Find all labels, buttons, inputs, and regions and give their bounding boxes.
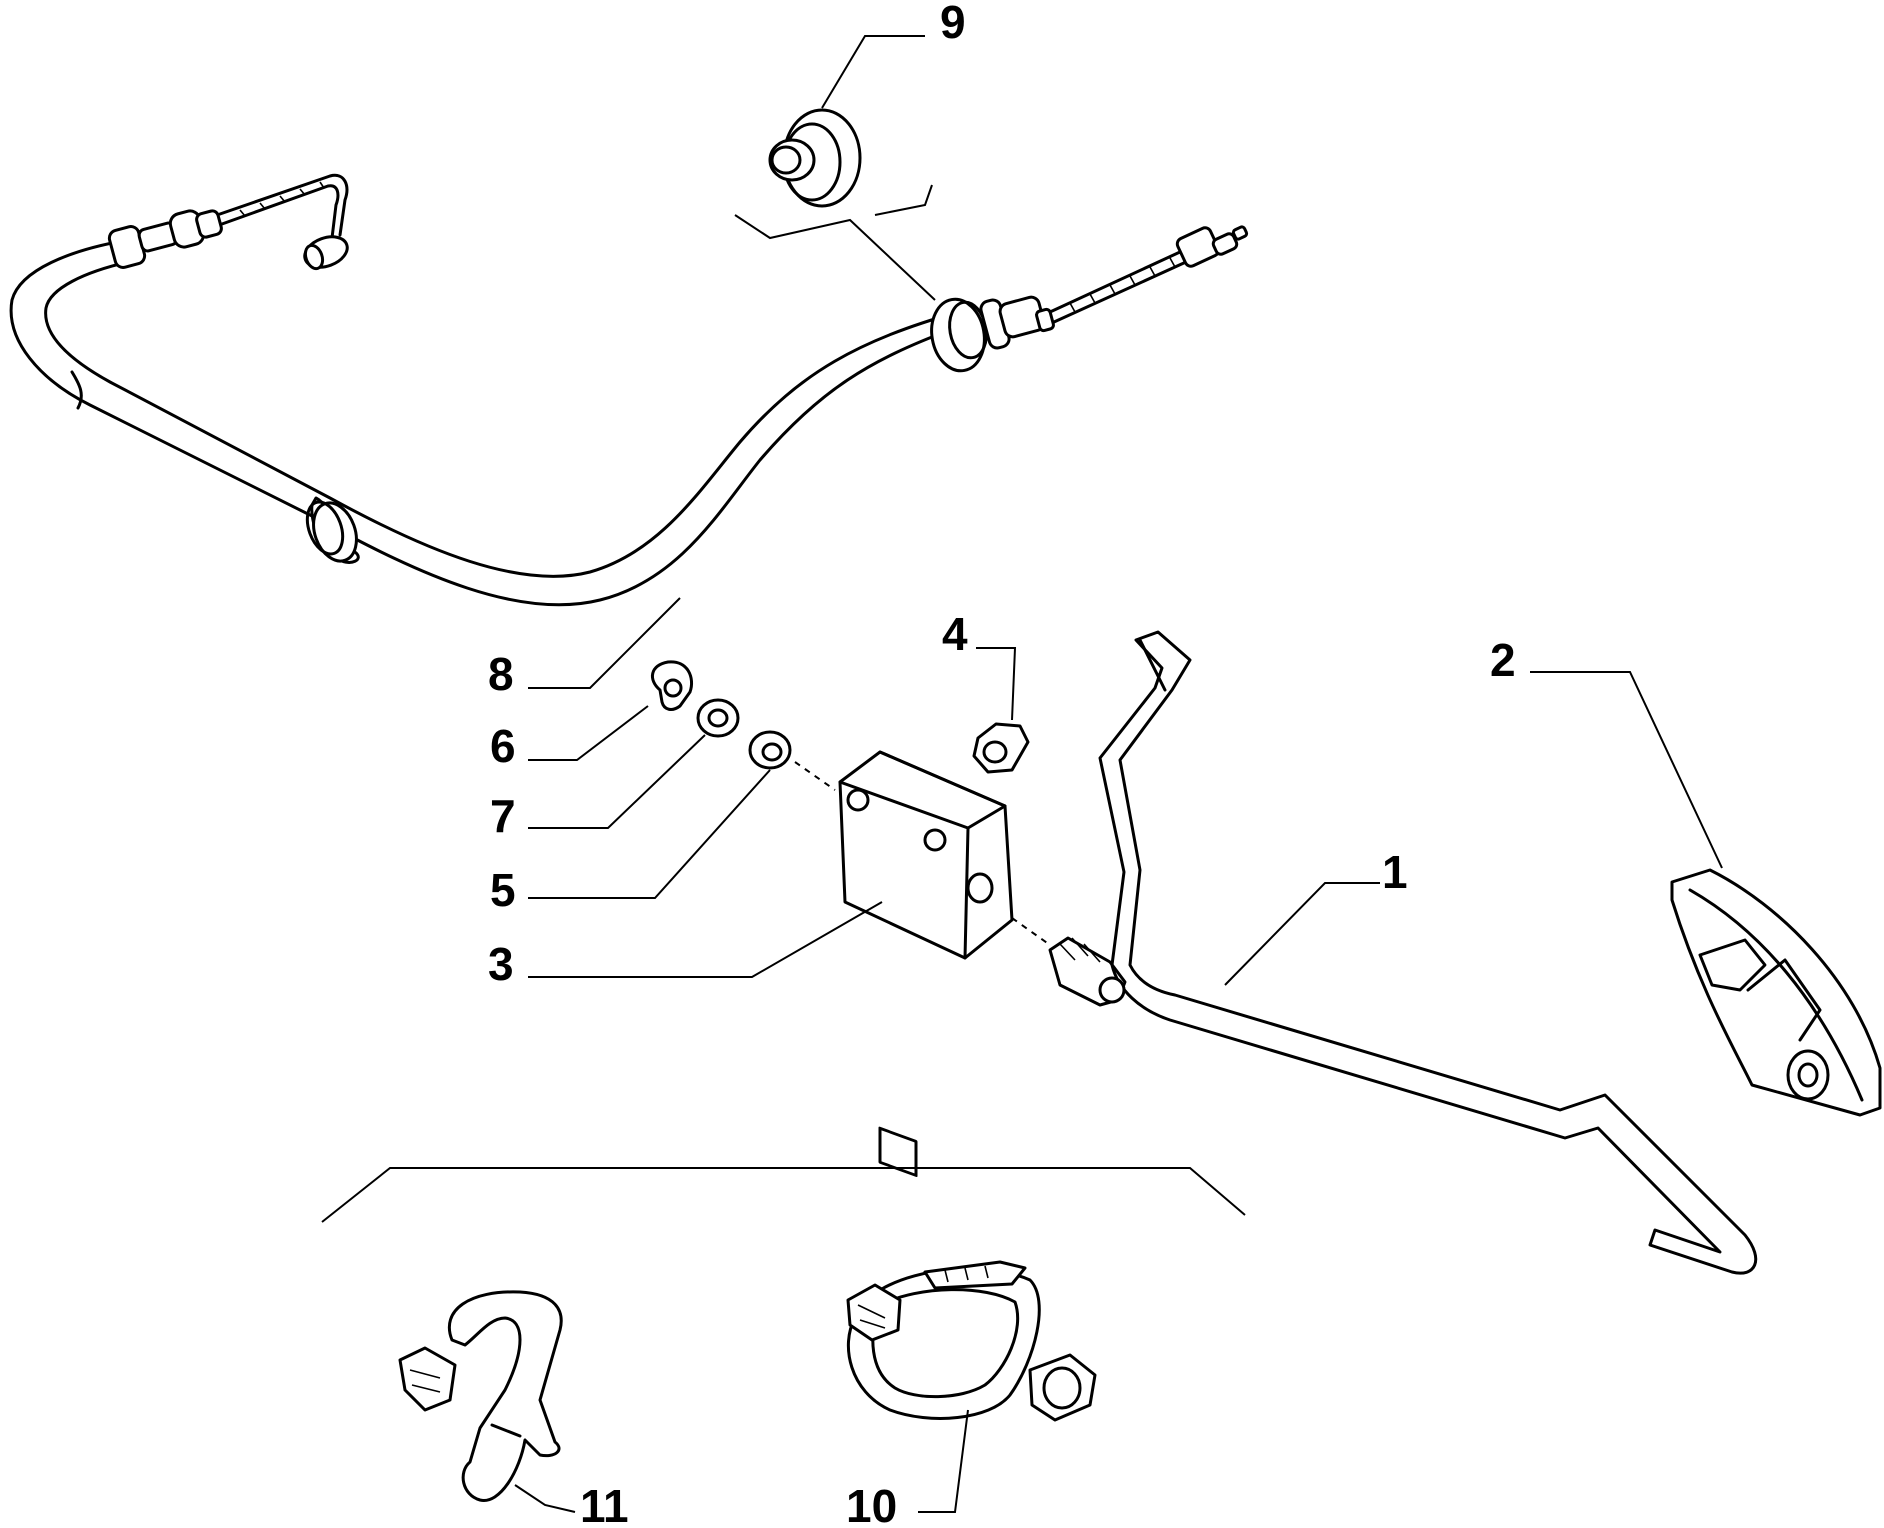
pedal-lever-part-1 — [1048, 630, 1758, 1275]
leader-2 — [1530, 671, 1723, 869]
leader-5 — [528, 769, 771, 899]
leader-4 — [976, 647, 1017, 721]
clip-part-6 — [651, 660, 693, 711]
leader-7 — [528, 734, 706, 829]
leader-10 — [918, 1409, 969, 1513]
callout-4: 4 — [942, 608, 968, 660]
cable-clip-part-11 — [398, 1290, 563, 1502]
mounting-block-part-3 — [794, 750, 1051, 1177]
callout-8: 8 — [488, 648, 514, 700]
washer-part-7 — [696, 698, 740, 738]
callout-5: 5 — [490, 864, 516, 916]
leader-9 — [821, 35, 925, 109]
leader-6 — [528, 705, 649, 761]
nut-part-4 — [972, 722, 1030, 774]
washer-part-5 — [748, 730, 792, 770]
callout-7: 7 — [490, 790, 516, 842]
callout-9: 9 — [940, 0, 966, 48]
cable-clip-part-10 — [846, 1260, 1097, 1422]
leader-1 — [1224, 882, 1380, 986]
leader-11 — [514, 1484, 576, 1513]
callout-1: 1 — [1382, 846, 1408, 898]
leader-3 — [528, 901, 883, 978]
grommet-part-9 — [768, 108, 862, 208]
callout-2: 2 — [1490, 634, 1516, 686]
callout-10: 10 — [846, 1480, 897, 1528]
callout-11: 11 — [580, 1480, 629, 1528]
leader-8 — [528, 597, 681, 689]
leader-lines — [514, 35, 1723, 1513]
accelerator-cable-part-8 — [9, 173, 1249, 607]
pedal-pad-part-2 — [1670, 868, 1882, 1117]
callout-6: 6 — [490, 720, 516, 772]
callout-3: 3 — [488, 938, 514, 990]
group-bracket — [321, 1167, 1246, 1223]
callout-labels: 1 2 3 4 5 6 7 8 9 10 11 — [488, 0, 1516, 1528]
